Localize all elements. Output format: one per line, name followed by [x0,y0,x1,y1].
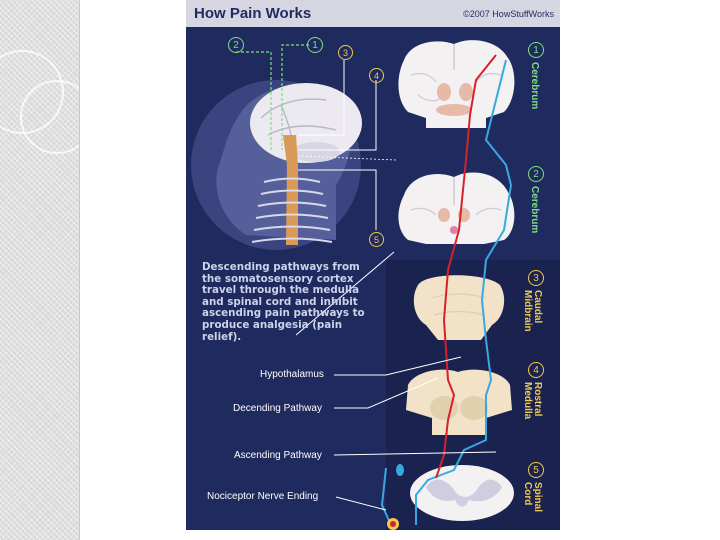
slide-decoration-edge [79,0,80,540]
section-number-3: 3 [528,270,544,286]
page-title: How Pain Works [194,5,311,22]
section-number-2: 2 [528,166,544,182]
section-number-4: 4 [528,362,544,378]
section-label-1: Cerebrum [529,62,539,109]
section-label-3: Caudal Midbrain [522,290,542,332]
spinal-cord-section [410,465,514,521]
section-label-4: Rostral Medulla [522,382,542,419]
head-marker-5: 5 [369,232,384,247]
ascending-pathway-label: Ascending Pathway [234,450,322,461]
slide-decoration [0,0,80,540]
cerebrum-section-2 [398,172,514,244]
section-label-2: Cerebrum [529,186,539,233]
descending-pathway-label: Decending Pathway [233,403,322,414]
head-marker-2: 2 [228,37,244,53]
section-label-5: Spinal Cord [522,482,542,512]
nociceptor-label: Nociceptor Nerve Ending [207,491,318,502]
head-marker-1: 1 [307,37,323,53]
section-number-5: 5 [528,462,544,478]
hypothalamus-label: Hypothalamus [260,369,324,380]
section-number-1: 1 [528,42,544,58]
diagram-caption: Descending pathways from the somatosenso… [202,262,372,343]
copyright-notice: ©2007 HowStuffWorks [463,9,554,19]
head-marker-4: 4 [369,68,384,83]
cerebrum-section-1 [398,40,514,128]
head-marker-3: 3 [338,45,353,60]
decorative-ring [20,80,94,154]
infographic-panel: How Pain Works ©2007 HowStuffWorks 2 1 3… [186,0,560,530]
cerebellum [292,142,340,162]
header-bar: How Pain Works ©2007 HowStuffWorks [186,0,560,27]
